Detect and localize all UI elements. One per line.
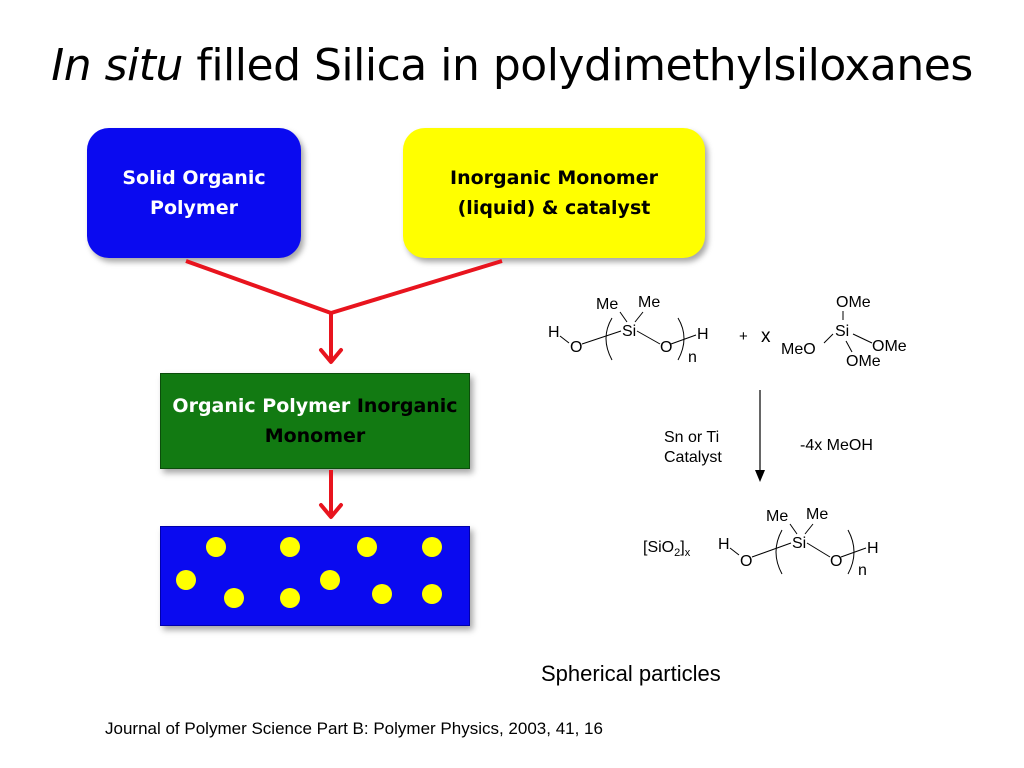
pdms-reactant: Me Me H Si O O H n: [548, 294, 709, 366]
silica-formula: [SiO2]x: [643, 539, 691, 559]
bond: [619, 311, 628, 323]
bracket-left: [775, 529, 783, 575]
product: [SiO2]x Me Me H Si O O H n: [643, 506, 879, 579]
inorganic-line1: Inorganic Monomer: [450, 167, 658, 189]
reactant-si: Si: [622, 323, 636, 340]
tmos-si: Si: [835, 323, 849, 340]
tmos-meo: MeO: [781, 341, 816, 358]
bracket-right: [677, 317, 685, 361]
bond: [806, 542, 831, 558]
product-si: Si: [792, 535, 806, 552]
reactant-n: n: [688, 349, 697, 366]
catalyst-line2: Catalyst: [664, 449, 722, 466]
silica-particle: [176, 570, 196, 590]
tmos-reactant: OMe Si MeO OMe OMe: [781, 294, 907, 370]
solid-polymer-line2: Polymer: [150, 197, 238, 219]
merge-line-left: [185, 259, 332, 315]
bond: [559, 335, 570, 344]
catalyst-line1: Sn or Ti: [664, 429, 719, 446]
mixture-line2: Monomer: [264, 425, 366, 447]
tmos-ome-right: OMe: [872, 338, 907, 355]
solid-polymer-line1: Solid Organic: [122, 167, 266, 189]
inorganic-line2: (liquid) & catalyst: [457, 197, 651, 219]
merge-line-right: [330, 259, 503, 315]
spherical-particles-caption: Spherical particles: [541, 661, 721, 686]
product-o-left: O: [740, 553, 752, 570]
methanol-byproduct: -4x MeOH: [800, 437, 873, 454]
reactant-o-left: O: [570, 339, 582, 356]
product-n: n: [858, 562, 867, 579]
bond: [581, 330, 622, 345]
bond: [789, 523, 798, 535]
filled-composite-box: [160, 526, 470, 626]
product-me-left: Me: [766, 508, 788, 525]
silica-particle: [280, 588, 300, 608]
down-arrow-2-head: [319, 503, 343, 519]
bond: [804, 523, 814, 535]
inorganic-monomer-box: Inorganic Monomer (liquid) & catalyst: [403, 128, 705, 258]
tmos-ome-bottom: OMe: [846, 353, 881, 370]
reaction-arrow-head: [755, 470, 765, 482]
mixture-box: Organic Polymer Inorganic Monomer: [160, 373, 470, 469]
bond: [751, 542, 792, 558]
reactant-o-right: O: [660, 339, 672, 356]
silica-particle: [224, 588, 244, 608]
bond: [823, 333, 834, 344]
product-h-left: H: [718, 536, 730, 553]
plus-sign: +: [739, 328, 748, 345]
mixture-part1: Organic Polymer: [172, 395, 357, 417]
mixture-part2: Inorganic: [356, 395, 458, 417]
reactant-me-left: Me: [596, 296, 618, 313]
bond: [634, 311, 644, 323]
bond: [852, 333, 873, 344]
silica-particle: [320, 570, 340, 590]
bracket-left: [605, 317, 613, 361]
silica-particle: [206, 537, 226, 557]
stoich-x: x: [761, 326, 771, 347]
silica-particle: [280, 537, 300, 557]
citation: Journal of Polymer Science Part B: Polym…: [105, 719, 603, 738]
reactant-h-left: H: [548, 324, 560, 341]
bond: [636, 330, 661, 345]
silica-particle: [372, 584, 392, 604]
reactant-h-right: H: [697, 326, 709, 343]
silica-particle: [422, 537, 442, 557]
slide-title: In situ filled Silica in polydimethylsil…: [0, 38, 1024, 94]
product-o-right: O: [830, 553, 842, 570]
reactant-me-right: Me: [638, 294, 660, 311]
bond: [729, 547, 740, 556]
silica-particle: [422, 584, 442, 604]
bracket-right: [847, 529, 855, 575]
down-arrow-1-head: [319, 348, 343, 364]
slide-title-rest: filled Silica in polydimethylsiloxanes: [182, 40, 973, 91]
slide-title-italic: In situ: [51, 40, 183, 91]
silica-particle: [357, 537, 377, 557]
tmos-ome-top: OMe: [836, 294, 871, 311]
product-h-right: H: [867, 540, 879, 557]
product-me-right: Me: [806, 506, 828, 523]
solid-organic-polymer-box: Solid Organic Polymer: [87, 128, 301, 258]
bond: [845, 340, 853, 353]
